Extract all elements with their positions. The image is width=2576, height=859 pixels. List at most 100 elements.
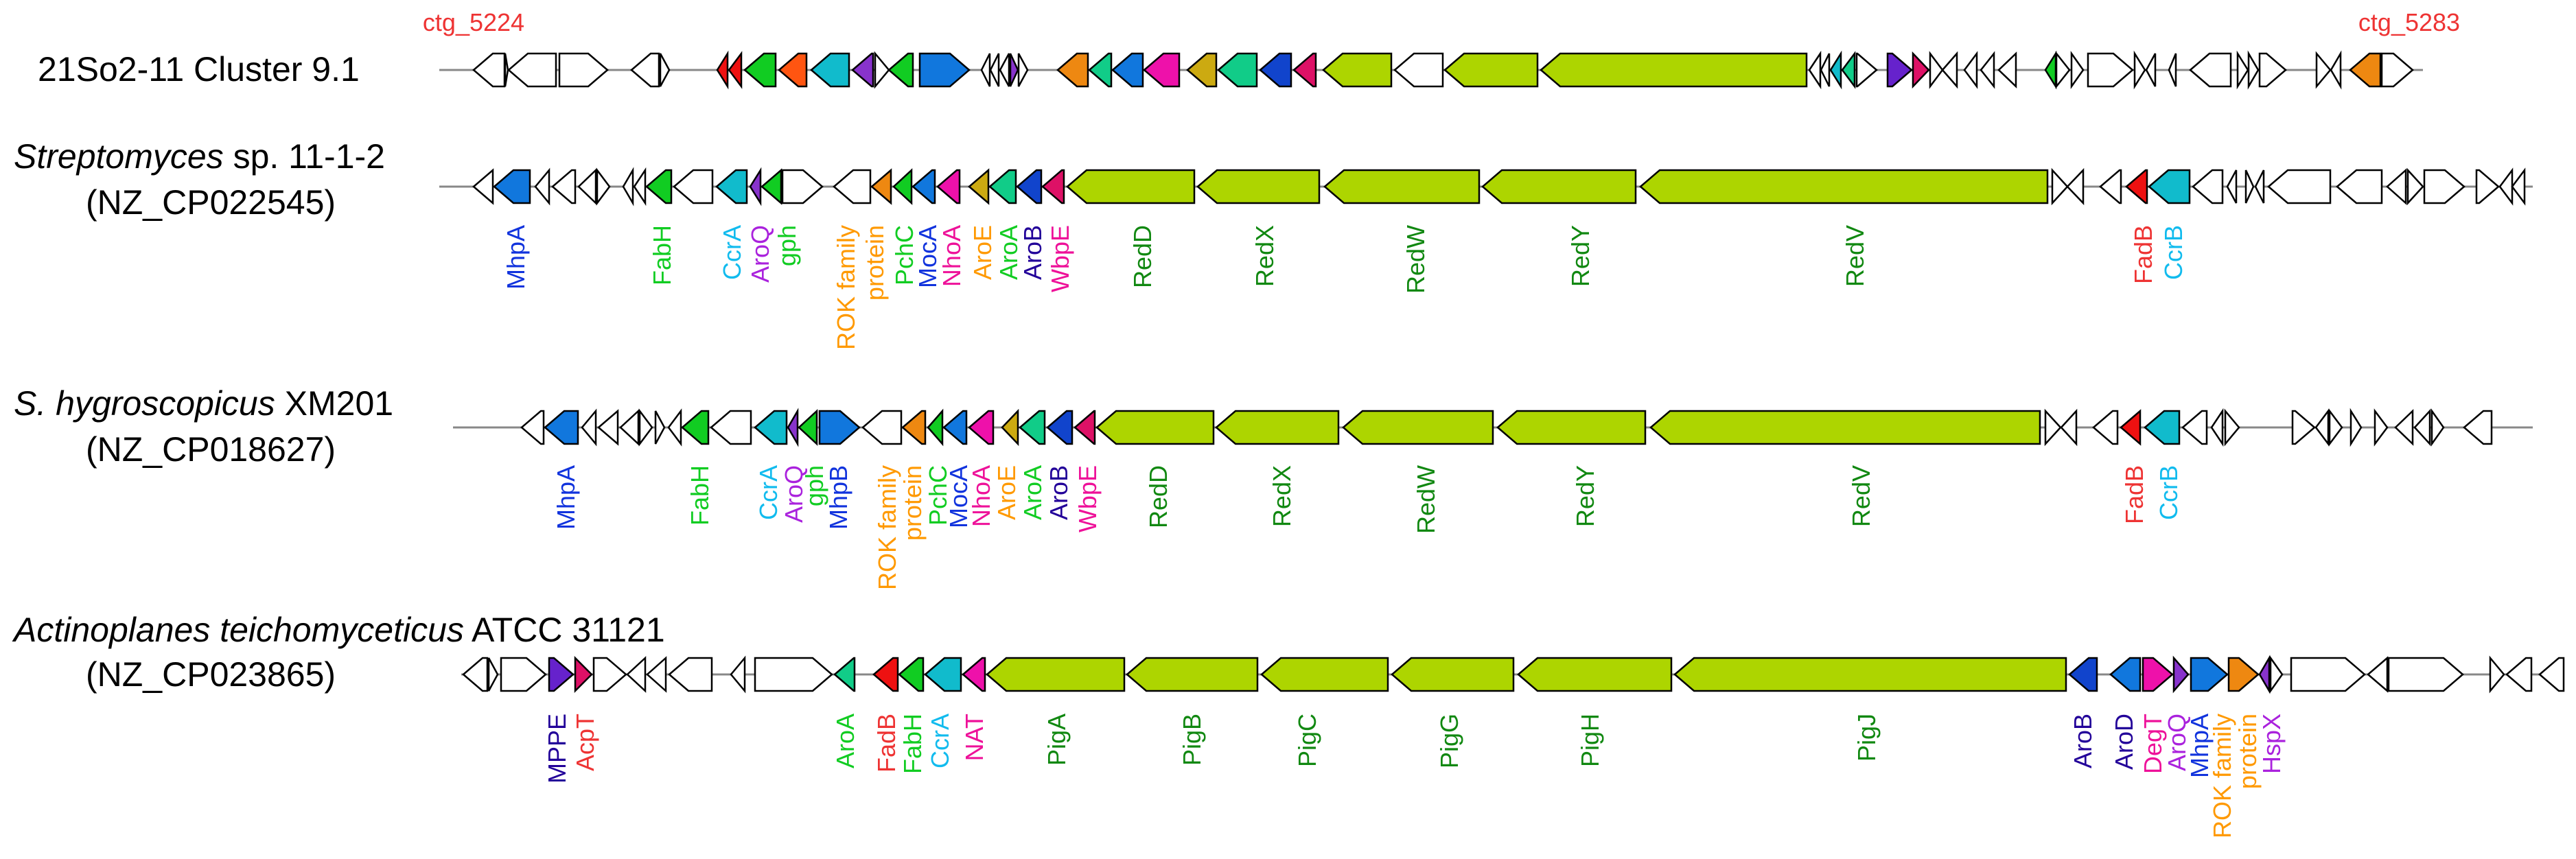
gene-label: AroB xyxy=(2069,714,2097,768)
gene-arrow xyxy=(462,657,489,692)
gene-label: AroE xyxy=(993,465,1021,520)
gene-label: gph xyxy=(800,465,828,506)
gene-arrow xyxy=(2413,408,2431,447)
gene-arrow xyxy=(2291,410,2316,445)
contig-label: ctg_5224 xyxy=(423,8,524,36)
gene-arrow xyxy=(1095,410,1215,445)
gene-label: FabH xyxy=(898,714,927,774)
gene-arrow xyxy=(2367,656,2389,693)
gene-arrow xyxy=(1217,52,1258,88)
gene-arrow xyxy=(659,53,671,87)
gene-label: ROK family xyxy=(2208,714,2236,838)
gene-arrow xyxy=(2315,51,2332,89)
gene-label: CcrA xyxy=(754,465,782,520)
gene-arrow xyxy=(2254,169,2265,204)
track-title-part: XM201 xyxy=(275,384,393,423)
gene-arrow xyxy=(968,410,995,445)
gene-arrow xyxy=(2538,657,2565,692)
track-title-part: sp. 11-1-2 xyxy=(224,137,385,176)
gene-arrow xyxy=(577,168,597,205)
gene-arrow xyxy=(1322,52,1393,88)
gene-label: DegT xyxy=(2139,714,2167,774)
gene-arrow xyxy=(2148,169,2191,204)
gene-arrow xyxy=(1912,51,1930,89)
gene-arrow xyxy=(2099,169,2122,204)
gene-label: CcrA xyxy=(926,714,954,768)
gene-arrow xyxy=(2051,167,2069,206)
gene-arrow xyxy=(681,410,710,445)
gene-arrow xyxy=(918,52,971,88)
gene-arrow xyxy=(2144,410,2181,445)
gene-arrow xyxy=(626,656,647,693)
gene-arrow xyxy=(597,409,619,446)
gene-arrow xyxy=(989,53,1000,87)
gene-arrow xyxy=(507,52,557,88)
gene-arrow xyxy=(2374,408,2389,447)
gene-label: NAT xyxy=(960,714,988,761)
gene-label: MocA xyxy=(944,465,973,528)
gene-label: HspX xyxy=(2258,714,2286,774)
gene-label: ROK family xyxy=(873,465,901,590)
gene-label: RedW xyxy=(1412,465,1440,534)
gene-arrow xyxy=(633,167,647,207)
gene-arrow xyxy=(798,409,818,446)
gene-arrow xyxy=(2258,52,2287,88)
gene-label: PigC xyxy=(1293,714,1321,767)
gene-arrow xyxy=(2511,167,2526,206)
gene-arrow xyxy=(2066,167,2085,206)
gene-arrow xyxy=(2226,169,2238,204)
gene-arrow xyxy=(924,657,962,692)
gene-arrow xyxy=(999,53,1010,87)
gene-arrow xyxy=(874,51,890,89)
contig-label: ctg_5283 xyxy=(2358,8,2460,36)
gene-arrow xyxy=(1009,53,1019,87)
gene-label: PigH xyxy=(1576,714,1604,767)
gene-arrow xyxy=(2258,655,2271,694)
gene-arrow xyxy=(504,53,509,87)
track-accession: (NZ_CP022545) xyxy=(86,183,336,222)
gene-arrow xyxy=(622,167,634,207)
gene-arrow xyxy=(1196,169,1321,204)
gene-arrow xyxy=(630,52,660,88)
gene-arrow xyxy=(1963,51,1978,89)
gene-arrow xyxy=(2044,408,2062,447)
gene-label: AroE xyxy=(968,225,997,280)
gene-label: RedY xyxy=(1571,465,1599,527)
gene-arrow xyxy=(1074,410,1096,445)
gene-arrow xyxy=(520,410,545,445)
gene-arrow xyxy=(2236,50,2249,90)
gene-arrow xyxy=(1126,657,1259,692)
gene-arrow xyxy=(901,410,927,445)
track-title: 21So2-11 Cluster 9.1 xyxy=(38,50,360,89)
gene-label: MhpB xyxy=(824,465,852,530)
gene-arrow xyxy=(715,169,748,204)
gene-arrow xyxy=(551,169,577,204)
gene-arrow xyxy=(1391,657,1515,692)
gene-arrow xyxy=(2168,53,2177,87)
track-accession: (NZ_CP018627) xyxy=(86,430,336,469)
gene-arrow xyxy=(558,52,609,88)
gene-arrow xyxy=(754,657,833,692)
gene-label: PigA xyxy=(1043,714,1071,766)
gene-arrow xyxy=(1342,410,1494,445)
gene-arrow xyxy=(487,657,499,692)
track-title: S. hygroscopicus XM201 xyxy=(14,384,393,423)
gene-arrow xyxy=(1088,52,1113,88)
gene-arrow xyxy=(761,168,782,205)
gene-arrow xyxy=(1215,410,1340,445)
gene-arrow xyxy=(1323,169,1481,204)
gene-arrow xyxy=(2133,50,2146,90)
gene-arrow xyxy=(1393,52,1444,88)
gene-arrow xyxy=(861,410,903,445)
gene-arrow xyxy=(2244,169,2255,204)
gene-label: AroA xyxy=(1019,465,1047,520)
gene-label: PchC xyxy=(890,225,918,285)
gene-label: NhoA xyxy=(938,225,966,287)
gene-arrow xyxy=(1186,52,1218,88)
gene-arrow xyxy=(927,408,944,447)
gene-arrow xyxy=(2380,52,2414,88)
gene-arrow xyxy=(2109,657,2142,692)
gene-arrow xyxy=(1143,52,1181,88)
gene-label: protein xyxy=(898,465,927,541)
